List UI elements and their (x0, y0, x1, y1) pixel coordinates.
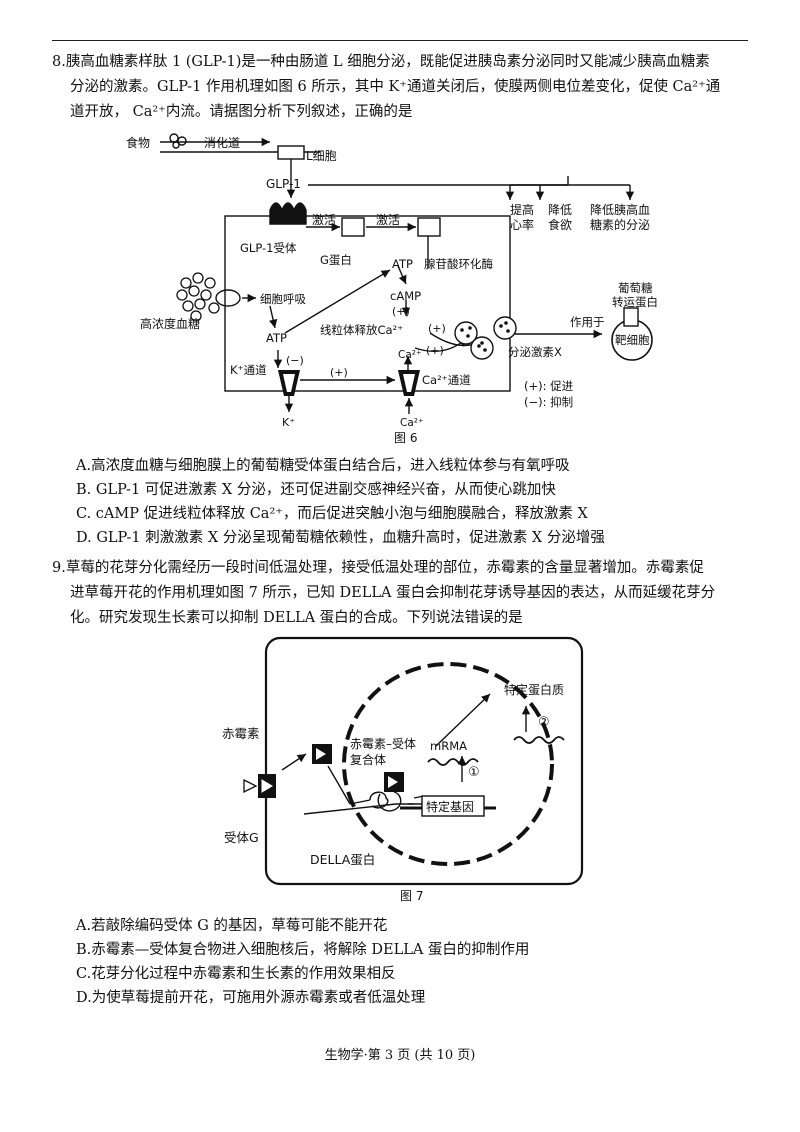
fig6-secrete: 分泌激素X (508, 345, 562, 359)
fig6-gprotein: G蛋白 (320, 253, 352, 267)
q9-line1: 9.草莓的花芽分化需经历一段时间低温处理，接受低温处理的部位，赤霉素的含量显著增… (52, 560, 704, 576)
fig6-lcell: L细胞 (306, 149, 337, 163)
fig7-protein: 特定蛋白质 (504, 682, 564, 697)
fig6-activate1: 激活 (312, 213, 336, 227)
fig7-ga: 赤霉素 (222, 726, 260, 741)
fig6-plus4: (+) (330, 366, 348, 379)
fig7-complex1: 赤霉素–受体 (350, 737, 416, 751)
q9-option-c[interactable]: C.花芽分化过程中赤霉素和生长素的作用效果相反 (76, 966, 396, 982)
fig7-step1: ① (468, 765, 480, 780)
fig6-legend1: (+): 促进 (524, 379, 574, 393)
q9-option-a[interactable]: A.若敲除编码受体 G 的基因，草莓可能不能开花 (76, 918, 388, 934)
fig6-ca-in: Ca²⁺ (400, 417, 424, 429)
fig7-complex2: 复合体 (350, 752, 386, 767)
fig6-effect3b: 糖素的分泌 (590, 217, 650, 232)
q8-option-b[interactable]: B. GLP-1 可促进激素 X 分泌，还可促进副交感神经兴奋，从而使心跳加快 (76, 482, 556, 498)
fig6-atp-top: ATP (392, 257, 413, 271)
fig7-mrna: mRMA (430, 739, 467, 753)
q8-option-a[interactable]: A.高浓度血糖与细胞膜上的葡萄糖受体蛋白结合后，进入线粒体参与有氧呼吸 (76, 458, 570, 474)
fig7-caption: 图 7 (400, 889, 423, 903)
fig6-glucose: 高浓度血糖 (140, 316, 200, 331)
fig7-della: DELLA蛋白 (310, 852, 375, 867)
figure-7-gibberellin-mechanism: 特定蛋白质 ② 赤霉素 赤霉素–受体 复合体 mRMA ① 特定基因 受体G D… (222, 636, 584, 903)
question-9-stem: 9.草莓的花芽分化需经历一段时间低温处理，接受低温处理的部位，赤霉素的含量显著增… (52, 556, 752, 631)
fig6-activate2: 激活 (376, 213, 400, 227)
page-footer: 生物学·第 3 页 (共 10 页) (324, 1048, 476, 1063)
q9-option-d[interactable]: D.为使草莓提前开花，可施用外源赤霉素或者低温处理 (76, 990, 426, 1006)
fig7-receptor: 受体G (224, 830, 259, 845)
figure-6-glp1-mechanism: 食物 消化道 L细胞 GLP-1 提高 心率 降低 食欲 降低胰高血 糖素的分泌… (126, 133, 658, 445)
q8-options: A.高浓度血糖与细胞膜上的葡萄糖受体蛋白结合后，进入线粒体参与有氧呼吸 B. G… (76, 454, 756, 550)
fig6-effect3a: 降低胰高血 (590, 202, 650, 217)
q9-line3: 化。研究发现生长素可以抑制 DELLA 蛋白的合成。下列说法错误的是 (70, 610, 523, 626)
fig6-adenylate: 腺苷酸环化酶 (424, 257, 493, 271)
fig6-cachannel: Ca²⁺通道 (422, 373, 471, 387)
fig6-effect2a: 降低 (548, 203, 572, 217)
fig6-actson: 作用于 (570, 315, 605, 329)
q8-option-d[interactable]: D. GLP-1 刺激激素 X 分泌呈现葡萄糖依赖性，血糖升高时，促进激素 X … (76, 530, 605, 546)
fig6-minus1: (−) (286, 354, 304, 367)
q8-line2: 分泌的激素。GLP-1 作用机理如图 6 所示，其中 K⁺通道关闭后，使膜两侧电… (70, 79, 721, 95)
fig7-gene: 特定基因 (426, 799, 474, 814)
q9-option-b[interactable]: B.赤霉素—受体复合物进入细胞核后，将解除 DELLA 蛋白的抑制作用 (76, 942, 530, 958)
fig6-atp-mid: ATP (266, 331, 287, 345)
q8-line1: 8.胰高血糖素样肽 1 (GLP-1)是一种由肠道 L 细胞分泌，既能促进胰岛素… (52, 54, 710, 70)
fig6-effect1b: 心率 (510, 217, 534, 232)
fig6-plus1: (+) (392, 305, 410, 318)
fig6-gut: 消化道 (204, 136, 240, 150)
fig6-effect1a: 提高 (510, 202, 534, 217)
fig6-plus2: (+) (428, 322, 446, 335)
fig6-camp: cAMP (390, 289, 421, 303)
fig6-caption: 图 6 (394, 431, 417, 445)
fig6-respiration: 细胞呼吸 (260, 292, 306, 306)
fig7-step2: ② (538, 715, 550, 730)
fig6-receptor: GLP-1受体 (240, 241, 297, 255)
fig6-effect2b: 食欲 (548, 217, 572, 232)
fig6-legend2: (−): 抑制 (524, 395, 573, 409)
q9-line2: 进草莓开花的作用机理如图 7 所示，已知 DELLA 蛋白会抑制花芽诱导基因的表… (70, 585, 716, 601)
question-8-stem: 8.胰高血糖素样肽 1 (GLP-1)是一种由肠道 L 细胞分泌，既能促进胰岛素… (52, 50, 752, 125)
fig6-transporter1: 葡萄糖 (618, 281, 653, 295)
q9-options: A.若敲除编码受体 G 的基因，草莓可能不能开花 B.赤霉素—受体复合物进入细胞… (76, 914, 756, 1010)
fig6-glp1: GLP-1 (266, 177, 301, 191)
top-rule (52, 40, 748, 41)
fig6-mito: 线粒体释放Ca²⁺ (320, 323, 403, 337)
fig6-plus3: (+) (426, 344, 444, 357)
q8-line3: 道开放， Ca²⁺内流。请据图分析下列叙述，正确的是 (70, 104, 413, 120)
q8-option-c[interactable]: C. cAMP 促进线粒体释放 Ca²⁺，而后促进突触小泡与细胞膜融合，释放激素… (76, 506, 588, 522)
fig6-ca-up: Ca²⁺ (398, 349, 422, 361)
fig6-food: 食物 (126, 135, 150, 150)
fig6-k-out: K⁺ (282, 416, 295, 429)
fig6-target: 靶细胞 (615, 333, 650, 347)
fig6-transporter2: 转运蛋白 (612, 295, 658, 309)
fig6-kchannel: K⁺通道 (230, 363, 267, 377)
